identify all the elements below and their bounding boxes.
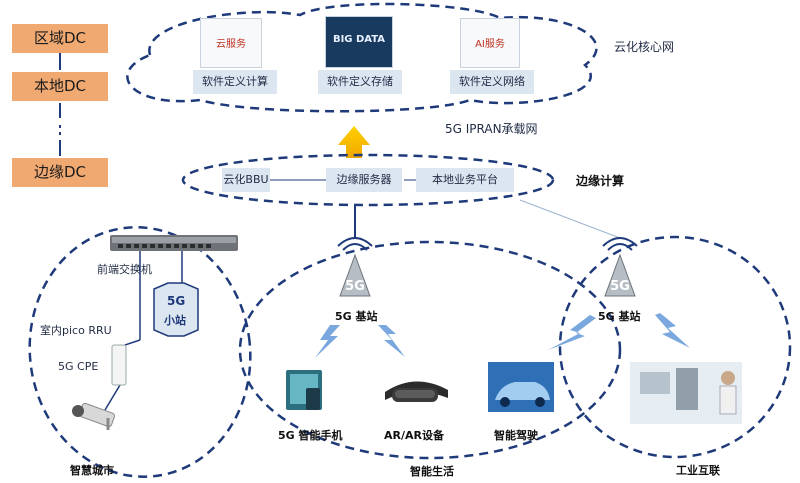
switch-icon [110,235,238,251]
big-data-text: BIG DATA [332,34,386,45]
edge-ellipse [181,153,555,207]
svg-text:5G: 5G [610,279,630,294]
software-defined-storage: 软件定义存储 [318,70,402,94]
smart-car-image [488,362,554,412]
factory-image [630,362,742,424]
ar-headset-icon [385,381,448,402]
tower-icon-iiot: 5G [602,237,638,297]
cloud-service-icon: 云服务 [200,18,262,68]
big-data-icon: BIG DATA [325,16,393,68]
smart-life-label: 智能生活 [410,465,454,478]
transport-arrow [338,126,370,158]
smart-life-ellipse [238,240,622,460]
smart-city-ellipse [28,226,252,478]
iiot-station-label: 5G 基站 [598,310,641,323]
software-defined-network: 软件定义网络 [450,70,534,94]
iiot-label: 工业互联 [676,464,720,477]
pico-link [124,339,141,346]
edge-to-iiot-link [519,199,621,239]
core-cloud-outline [126,2,598,113]
smart-life-station-label: 5G 基站 [335,310,378,323]
small-cell-5g: 5G [167,294,186,308]
iiot-ellipse [558,235,792,459]
cloud-service-text: 云服务 [216,39,246,50]
transport-network-label: 5G IPRAN承载网 [445,122,538,136]
pico-rru-label: 室内pico RRU [40,324,112,337]
cloud-bbu: 云化BBU [222,168,270,192]
cpe-device-icon [111,344,127,386]
software-defined-compute: 软件定义计算 [193,70,277,94]
tower-icon-smart-life: 5G [337,237,373,297]
phone-icon [286,370,322,410]
switch-label: 前端交换机 [97,263,152,276]
small-cell-octagon [153,282,199,337]
ai-service-icon: AI服务 [460,18,520,68]
ai-service-text: AI服务 [475,39,505,50]
small-cell-label: 小站 [164,314,186,327]
cpe-label: 5G CPE [58,360,99,373]
edge-server: 边缘服务器 [326,168,402,192]
local-service-platform: 本地业务平台 [416,168,514,192]
dc-local: 本地DC [12,72,108,101]
dc-edge: 边缘DC [12,158,108,187]
phone-label: 5G 智能手机 [278,429,343,442]
ar-device-label: AR/AR设备 [384,429,444,442]
dc-regional: 区域DC [12,24,108,53]
core-network-label: 云化核心网 [614,40,675,54]
camera-icon [72,402,116,430]
svg-text:5G: 5G [345,279,365,294]
wireless-bolts [315,313,690,358]
cpe-to-camera-link [104,384,121,411]
smart-city-label: 智慧城市 [70,464,114,477]
edge-computing-label: 边缘计算 [576,174,625,188]
smart-driving-label: 智能驾驶 [494,429,538,442]
